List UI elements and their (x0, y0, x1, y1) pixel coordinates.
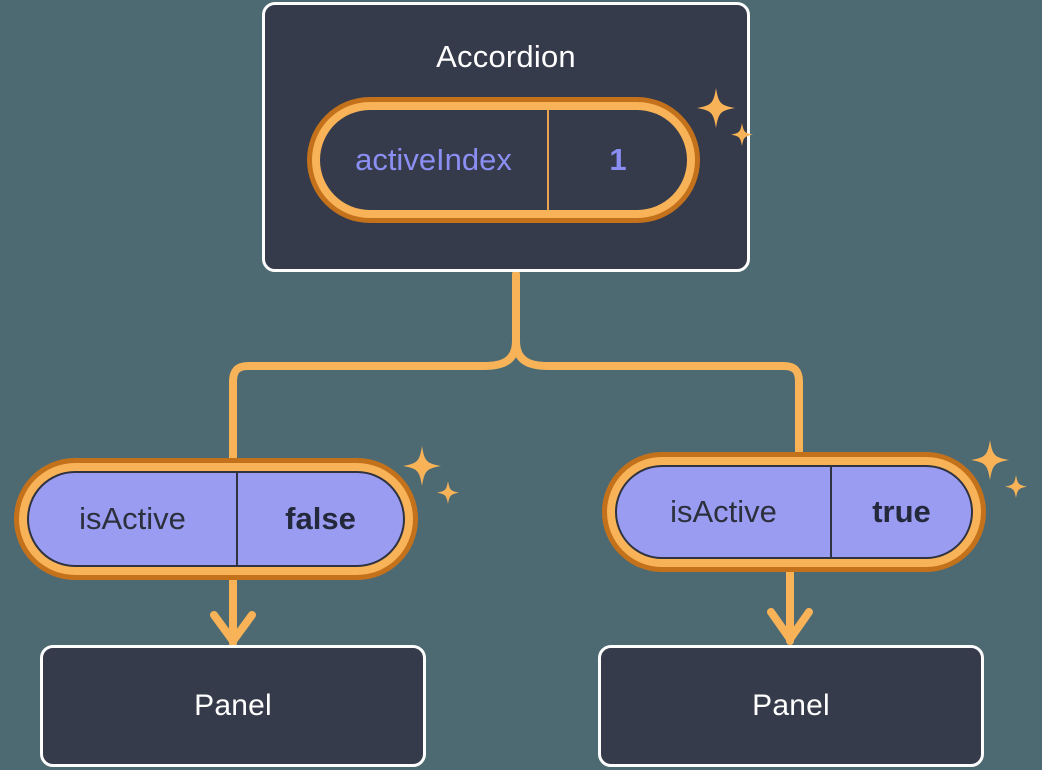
pill-body: activeIndex 1 (320, 110, 687, 210)
pill-ring-inner: isActive true (607, 457, 981, 567)
panel-component-left[interactable]: Panel (40, 645, 426, 767)
prop-key-isactive-left: isActive (79, 501, 186, 536)
state-pill-activeindex[interactable]: activeIndex 1 (307, 97, 700, 223)
connector-right-branch (512, 337, 803, 460)
pill-body: isActive false (27, 471, 405, 567)
prop-pill-isactive-false[interactable]: isActive false (14, 458, 418, 580)
arrow-right-head (767, 608, 813, 643)
panel-component-right[interactable]: Panel (598, 645, 984, 767)
arrow-left-head (210, 611, 256, 645)
accordion-title: Accordion (436, 39, 576, 74)
pill-body: isActive true (615, 465, 973, 559)
panel-left-title: Panel (194, 689, 272, 722)
sparkle-four-point-small-icon (437, 481, 459, 504)
prop-value-isactive-right: true (830, 467, 971, 557)
connector-left-branch (229, 337, 520, 466)
sparkle-four-point-icon (971, 440, 1009, 480)
state-key-activeindex: activeIndex (355, 142, 512, 177)
state-value-activeindex: 1 (547, 110, 687, 210)
panel-right-title: Panel (752, 689, 830, 722)
prop-value-isactive-left: false (236, 473, 403, 565)
sparkle-four-point-small-icon (1005, 475, 1027, 498)
sparkle-four-point-icon (403, 446, 441, 486)
prop-key-isactive-right: isActive (670, 494, 777, 529)
pill-ring-inner: activeIndex 1 (312, 102, 695, 218)
prop-pill-isactive-true[interactable]: isActive true (602, 452, 986, 572)
pill-ring-inner: isActive false (19, 463, 413, 575)
